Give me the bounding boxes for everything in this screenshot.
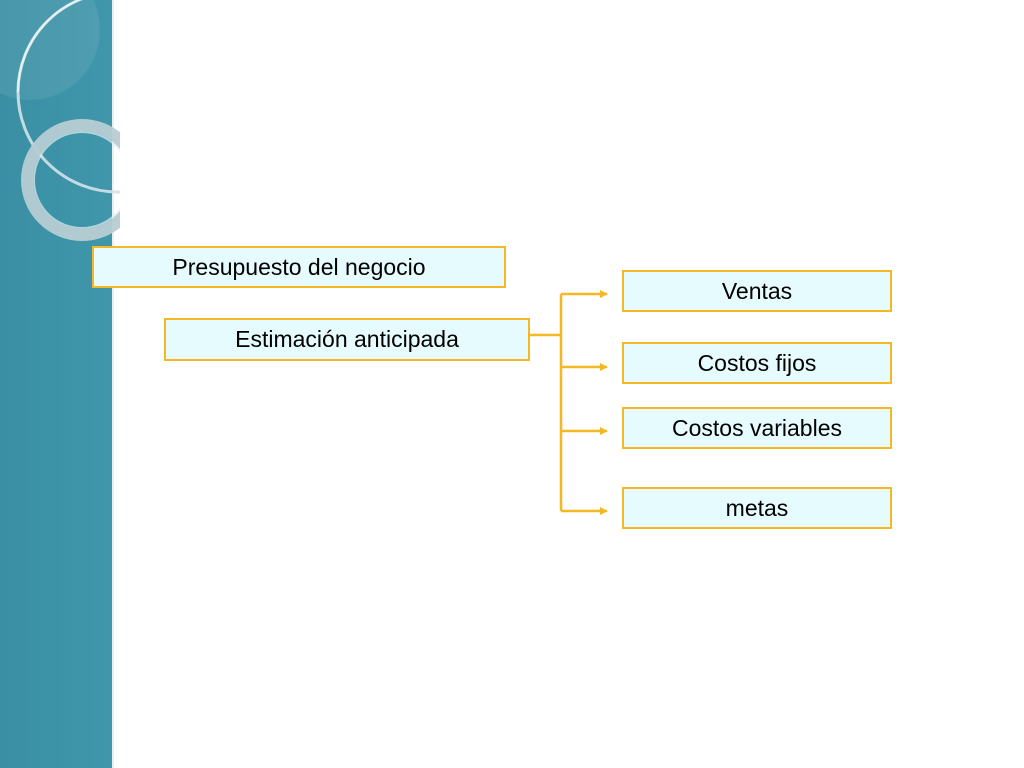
decorative-circles (0, 0, 120, 241)
branch-node-costos-fijos: Costos fijos (622, 342, 892, 384)
decor-circle-top-fill (0, 0, 100, 100)
branch-label-metas: metas (725, 494, 789, 521)
branch-node-costos-variables: Costos variables (622, 407, 892, 449)
branch-label-costos-variables: Costos variables (671, 414, 843, 441)
title-box: Presupuesto del negocio (92, 246, 506, 288)
root-node: Estimación anticipada (164, 318, 530, 361)
branch-node-metas: metas (622, 487, 892, 529)
decor-ring (21, 119, 120, 241)
side-band-divider (112, 0, 114, 768)
branch-node-ventas: Ventas (622, 270, 892, 312)
branch-label-costos-fijos: Costos fijos (697, 349, 817, 376)
root-node-label: Estimación anticipada (235, 326, 459, 352)
branch-label-ventas: Ventas (721, 277, 793, 304)
title-box-label: Presupuesto del negocio (172, 253, 426, 280)
decor-circle-large-highlight (17, 0, 82, 93)
decor-ring-inner (33, 131, 120, 229)
